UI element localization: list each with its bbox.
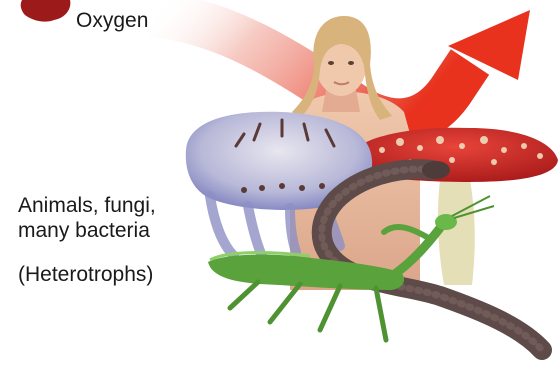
heterotrophs-description: Animals, fungi, many bacteria	[18, 194, 208, 244]
oxygen-blob-icon	[21, 0, 71, 22]
heterotrophs-line-2: many bacteria	[18, 219, 208, 244]
heterotrophs-line-1: Animals, fungi,	[18, 194, 208, 219]
heterotrophs-type-label: (Heterotrophs)	[18, 263, 153, 288]
oxygen-label: Oxygen	[76, 9, 148, 34]
